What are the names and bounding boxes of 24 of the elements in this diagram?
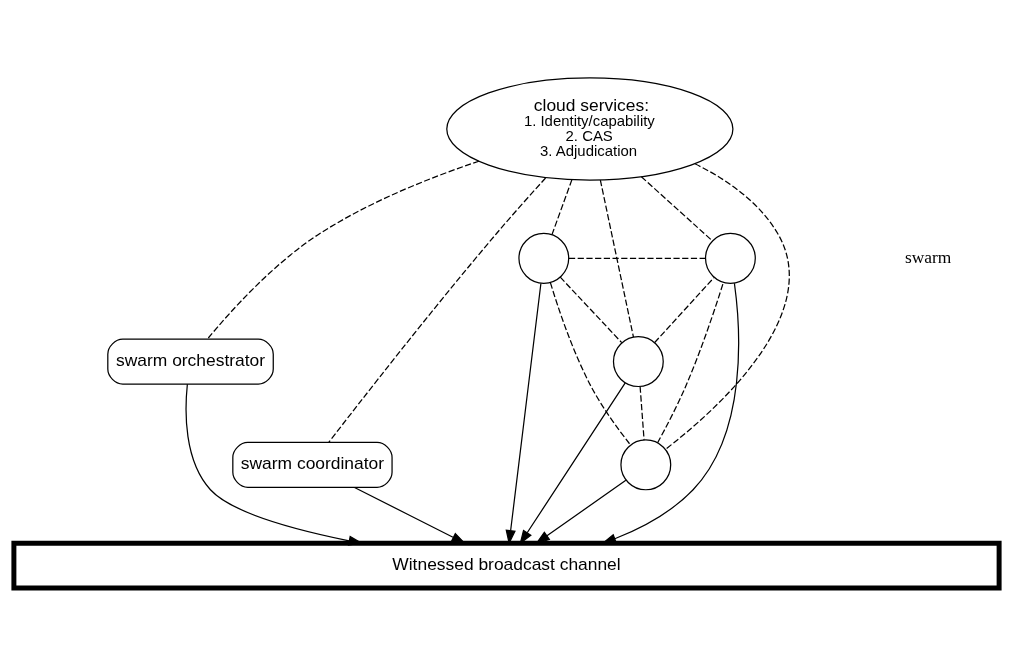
connector	[664, 162, 790, 450]
label: swarm	[905, 246, 952, 267]
arrow	[601, 282, 740, 544]
connector	[639, 385, 645, 441]
connector	[328, 176, 547, 443]
connector	[207, 160, 480, 339]
node-ellipse: cloud services: 1. Identity/capability 2. CAS 3. Adjudication	[446, 76, 734, 181]
connector	[568, 257, 707, 259]
node-circle	[620, 438, 672, 490]
connector	[549, 281, 631, 445]
node-box: swarm coordinator	[232, 441, 393, 488]
connector	[654, 276, 715, 343]
connector	[551, 178, 573, 235]
connector	[599, 179, 635, 338]
node-circle	[518, 232, 570, 284]
node-box: Witnessed broadcast channel	[11, 540, 1002, 590]
connector	[559, 276, 623, 343]
node-circle	[704, 232, 756, 284]
connector	[657, 281, 725, 443]
node-box: swarm orchestrator	[107, 338, 274, 385]
connector	[640, 175, 714, 242]
node-circle	[612, 335, 664, 387]
arrow	[353, 486, 467, 544]
arrow	[535, 479, 627, 544]
